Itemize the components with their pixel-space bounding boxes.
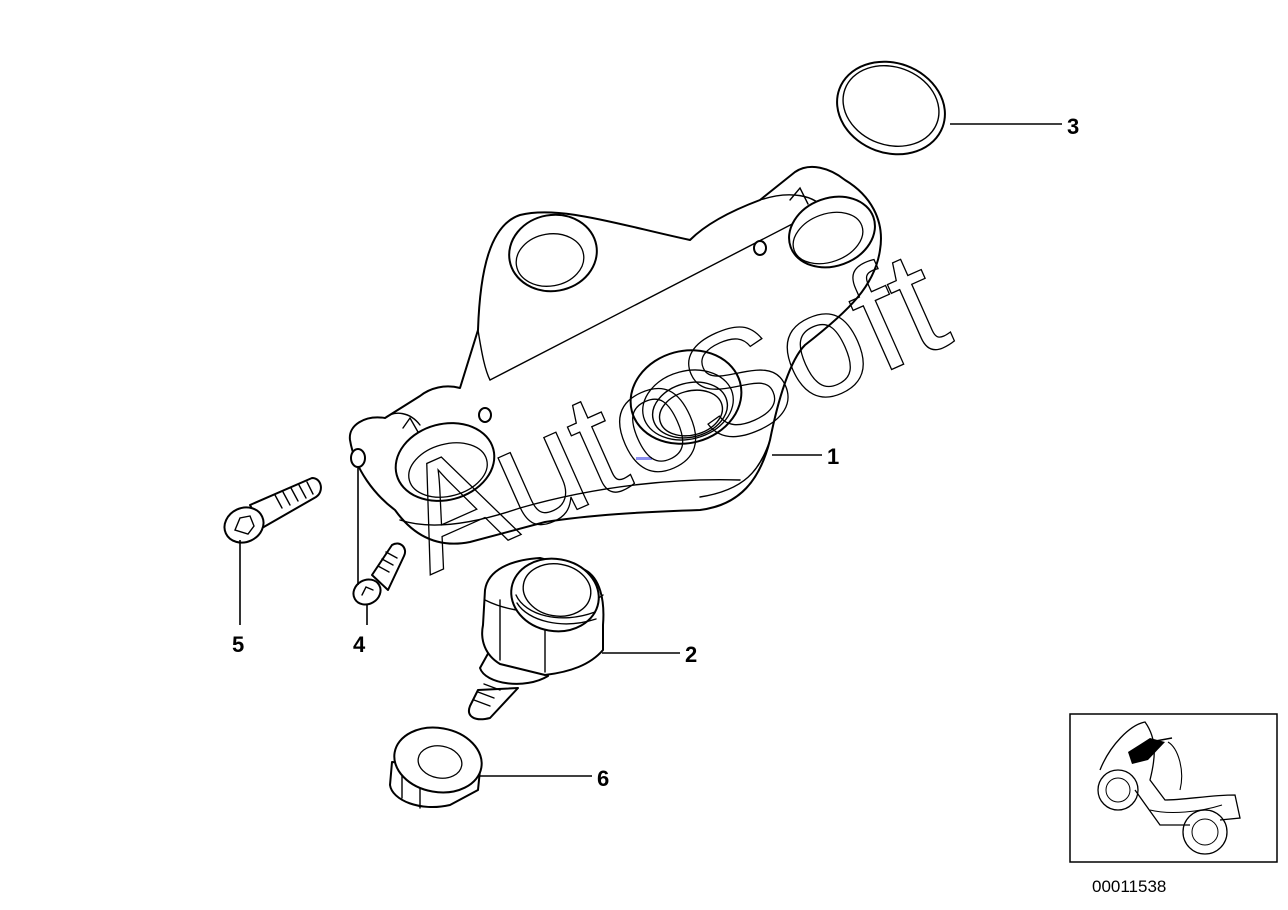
callout-6: 6 [597, 766, 609, 791]
callout-3: 3 [1067, 114, 1079, 139]
leader-lines [239, 123, 1062, 777]
callout-2: 2 [685, 642, 697, 667]
stem-bolt[interactable] [468, 552, 605, 721]
motorcycle-icon [1097, 721, 1241, 855]
hex-nut[interactable] [389, 721, 487, 809]
location-inset [1069, 713, 1278, 863]
cap-screw[interactable] [219, 477, 322, 549]
fork-bridge[interactable] [348, 165, 885, 545]
callout-4: 4 [353, 632, 366, 657]
small-screw[interactable] [349, 542, 406, 609]
callout-5: 5 [232, 632, 244, 657]
cover-cap[interactable] [824, 47, 958, 169]
diagram-number: 00011538 [1092, 877, 1166, 896]
callout-1: 1 [827, 444, 839, 469]
